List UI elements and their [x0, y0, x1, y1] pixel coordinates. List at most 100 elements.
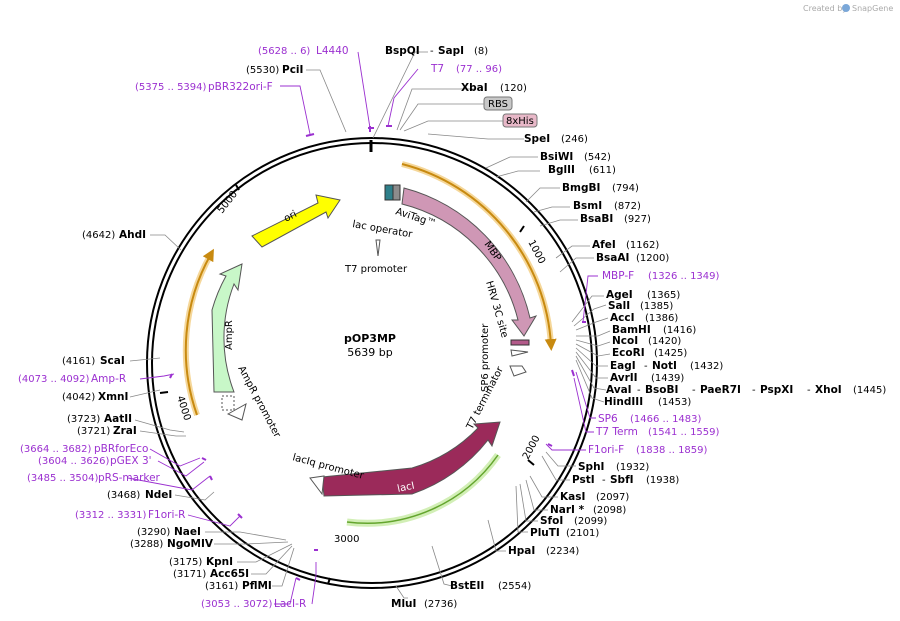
primer-prs-range: (3485 .. 3504) — [27, 473, 99, 484]
enzyme-acc65i-pos: (3171) — [173, 569, 206, 580]
enzyme-acci-pos: (1386) — [645, 313, 678, 324]
enzyme-noti: NotI — [652, 360, 677, 372]
his-box[interactable] — [502, 113, 538, 128]
enzyme-eagi: EagI — [610, 360, 636, 372]
primer-marks — [169, 125, 586, 581]
enzyme-pflmi: PflMI — [242, 580, 272, 592]
dash-bsobi: - — [637, 385, 641, 396]
ampr-dashed-box — [221, 395, 235, 411]
ampr-feature[interactable] — [211, 263, 243, 393]
enzyme-noti-pos: (1432) — [690, 361, 723, 372]
enzyme-zrai: ZraI — [113, 425, 137, 437]
avitag-feature[interactable] — [384, 184, 394, 201]
dash-sbfi: - — [602, 475, 606, 486]
enzyme-xmni-pos: (4042) — [62, 392, 95, 403]
enzyme-avrii: AvrII — [610, 372, 638, 384]
enzyme-bspqi: BspQI — [385, 45, 420, 57]
mbp-feature[interactable] — [401, 187, 538, 337]
dash-paer7i: - — [692, 385, 696, 396]
enzyme-nari: NarI * — [550, 504, 585, 516]
enzyme-bglii-pos: (611) — [589, 165, 616, 176]
enzyme-acc65i: Acc65I — [210, 568, 249, 580]
ori-label: ori — [282, 209, 299, 225]
sp6-promoter-arrow — [510, 349, 529, 357]
primer-pgex-range: (3604 .. 3626) — [38, 456, 110, 467]
enzyme-acci: AccI — [610, 312, 634, 324]
ruler-tick-3000 — [327, 577, 331, 585]
enzyme-naei: NaeI — [174, 526, 201, 538]
ruler-tick-2000 — [527, 459, 535, 466]
enzyme-avrii-pos: (1439) — [651, 373, 684, 384]
laci-feature[interactable] — [321, 421, 501, 497]
enzyme-ngomiv-pos: (3288) — [130, 539, 163, 550]
enzyme-sphi-pos: (1932) — [616, 462, 649, 473]
enzyme-xbai: XbaI — [461, 82, 488, 94]
primer-ampr-range: (4073 .. 4092) — [18, 374, 90, 385]
enzyme-xhoi: XhoI — [815, 384, 842, 396]
ori-feature[interactable] — [251, 194, 341, 248]
primer-lacir: LacI-R — [274, 598, 306, 610]
laci-label: lacI — [396, 481, 415, 495]
primer-lacir-range: (3053 .. 3072) — [201, 599, 273, 610]
enzyme-scai: ScaI — [100, 355, 125, 367]
ruler-label-3000: 3000 — [334, 534, 359, 545]
plasmid-size: 5639 bp — [347, 346, 392, 359]
enzyme-bsabi: BsaBI — [580, 213, 613, 225]
t7-terminator-feature[interactable] — [509, 365, 527, 377]
hrv3c-site-feature[interactable] — [510, 339, 530, 346]
enzyme-ecori-pos: (1425) — [654, 348, 687, 359]
enzyme-spei-pos: (246) — [561, 134, 588, 145]
enzyme-sali-pos: (1385) — [640, 301, 673, 312]
primer-pgex: pGEX 3' — [110, 455, 152, 467]
credit-text: Created by — [803, 4, 847, 13]
enzyme-xhoi-pos: (1445) — [853, 385, 886, 396]
enzyme-mlui: MluI — [391, 598, 416, 610]
t7-promoter-label: T7 promoter — [344, 264, 408, 275]
enzyme-bglii: BglII — [548, 164, 575, 176]
enzyme-xbai-pos: (120) — [500, 83, 527, 94]
enzyme-pluti: PluTI — [530, 527, 560, 539]
credit-brand: SnapGene — [852, 4, 893, 13]
rbs-box[interactable] — [483, 96, 513, 111]
primer-leader-lines — [127, 51, 598, 605]
enzyme-ngomiv: NgoMIV — [167, 538, 214, 550]
enzyme-ahdi-pos: (4642) — [82, 230, 115, 241]
lac-operator-feature[interactable] — [392, 184, 401, 201]
primer-t7: T7 — [430, 63, 444, 75]
primer-arc-ampr — [184, 248, 214, 416]
enzyme-bamhi-pos: (1416) — [663, 325, 696, 336]
primer-t7term: T7 Term — [595, 426, 638, 438]
ampr-promoter-arrow — [226, 403, 247, 421]
enzyme-bsteii: BstEII — [450, 580, 484, 592]
primer-ampr: Amp-R — [91, 373, 126, 385]
primer-pbr322ori: pBR322ori-F — [208, 81, 273, 93]
primer-pbrforeco-range: (3664 .. 3682) — [20, 444, 92, 455]
enzyme-sbfi-pos: (1938) — [646, 475, 679, 486]
enzyme-ahdi: AhdI — [119, 229, 146, 241]
dash-xhoi: - — [807, 385, 811, 396]
primer-mbpf-range: (1326 .. 1349) — [648, 271, 720, 282]
primer-sp6-range: (1466 .. 1483) — [630, 414, 702, 425]
enzyme-pluti-pos: (2101) — [566, 528, 599, 539]
enzyme-sfoi-pos: (2099) — [574, 516, 607, 527]
enzyme-ncoi: NcoI — [612, 335, 638, 347]
enzyme-hindiii-pos: (1453) — [658, 397, 691, 408]
primer-mbpf: MBP-F — [602, 270, 634, 282]
enzyme-bsiwi-pos: (542) — [584, 152, 611, 163]
enzyme-sapi: SapI — [438, 45, 464, 57]
enzyme-pcii: PciI — [282, 64, 303, 76]
snapgene-logo-icon — [842, 4, 850, 12]
enzyme-bamhi: BamHI — [612, 324, 651, 336]
primer-prs: pRS-marker — [98, 472, 161, 484]
primer-f1orir: F1ori-R — [148, 509, 185, 521]
enzyme-sphi: SphI — [578, 461, 604, 473]
ruler-tick-5000 — [235, 184, 240, 191]
enzyme-zrai-pos: (3721) — [77, 426, 110, 437]
ruler-tick-4000 — [159, 391, 169, 394]
ruler-label-5000: 5000 — [216, 189, 240, 216]
plasmid-name: pOP3MP — [344, 332, 396, 345]
enzyme-aatii: AatII — [104, 413, 132, 425]
enzyme-mlui-pos: (2736) — [424, 599, 457, 610]
enzyme-ndei: NdeI — [145, 489, 172, 501]
